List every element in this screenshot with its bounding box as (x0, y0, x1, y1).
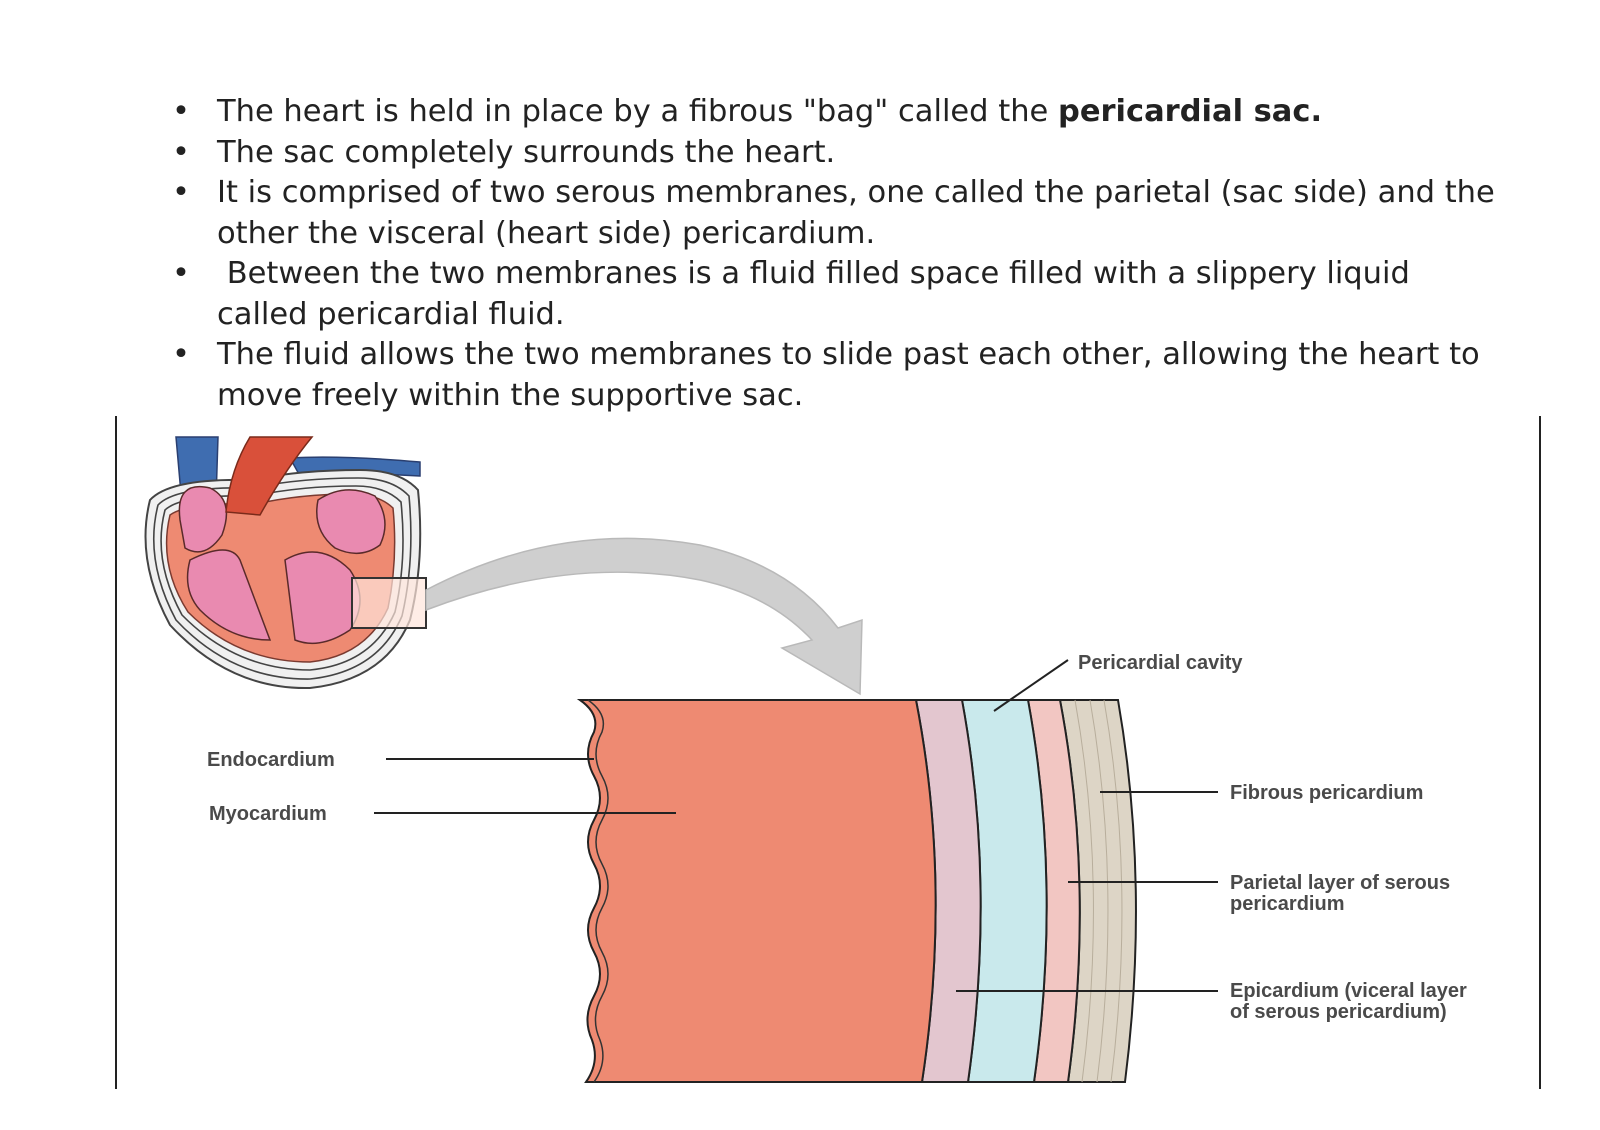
frame-left-border (115, 416, 117, 1089)
label-epicardium-line2: of serous pericardium) (1230, 1001, 1447, 1023)
leader-lines (374, 659, 1218, 992)
bullet-item: • The heart is held in place by a fibrous… (172, 92, 1502, 133)
label-myocardium: Myocardium (209, 803, 327, 825)
zoom-box (351, 577, 427, 629)
bullet-item: • It is comprised of two serous membranes… (172, 173, 1502, 254)
right-atrium (178, 486, 228, 553)
fibrous-texture (1074, 699, 1094, 1083)
bullet-text: Between the two membranes is a fluid fil… (217, 256, 1420, 332)
label-parietal-layer-line2: pericardium (1230, 893, 1344, 915)
bullet-item: • The fluid allows the two membranes to s… (172, 335, 1502, 416)
bullet-dot: • (172, 175, 190, 210)
label-fibrous-pericardium: Fibrous pericardium (1230, 782, 1423, 804)
fibrous-texture (1089, 699, 1109, 1083)
heart-illustration (144, 436, 427, 690)
right-ventricle (186, 549, 272, 641)
bullet-text: It is comprised of two serous membranes,… (217, 175, 1495, 251)
label-pericardial-cavity: Pericardial cavity (1078, 652, 1243, 674)
zoom-arrow (425, 537, 863, 696)
myocardium-layer (576, 699, 937, 1083)
bullet-text: The heart is held in place by a fibrous … (217, 94, 1058, 129)
bullet-dot: • (172, 256, 190, 291)
bullet-dot: • (172, 94, 190, 129)
endocardium-edge (587, 699, 609, 1083)
label-epicardium-line1: Epicardium (viceral layer (1230, 980, 1467, 1002)
leader-pericardial-cavity (993, 659, 1069, 712)
frame-right-border (1539, 416, 1541, 1089)
bullet-dot: • (172, 337, 190, 372)
bullet-dot: • (172, 134, 190, 170)
label-parietal-layer-line1: Parietal layer of serous (1230, 872, 1450, 894)
bullet-bold-term: pericardial sac. (1057, 94, 1323, 129)
bullet-item: • The sac completely surrounds the heart. (172, 133, 1502, 174)
aorta (225, 436, 314, 516)
fibrous-texture (1103, 699, 1123, 1083)
bullet-item: • Between the two membranes is a fluid f… (172, 254, 1502, 335)
bullet-text: The fluid allows the two membranes to sl… (217, 337, 1480, 413)
label-endocardium: Endocardium (207, 749, 335, 771)
bullet-list: • The heart is held in place by a fibrous… (172, 92, 1502, 416)
bullet-text: The sac completely surrounds the heart. (217, 134, 836, 170)
left-atrium (316, 489, 386, 554)
wall-cross-section (576, 699, 1137, 1083)
